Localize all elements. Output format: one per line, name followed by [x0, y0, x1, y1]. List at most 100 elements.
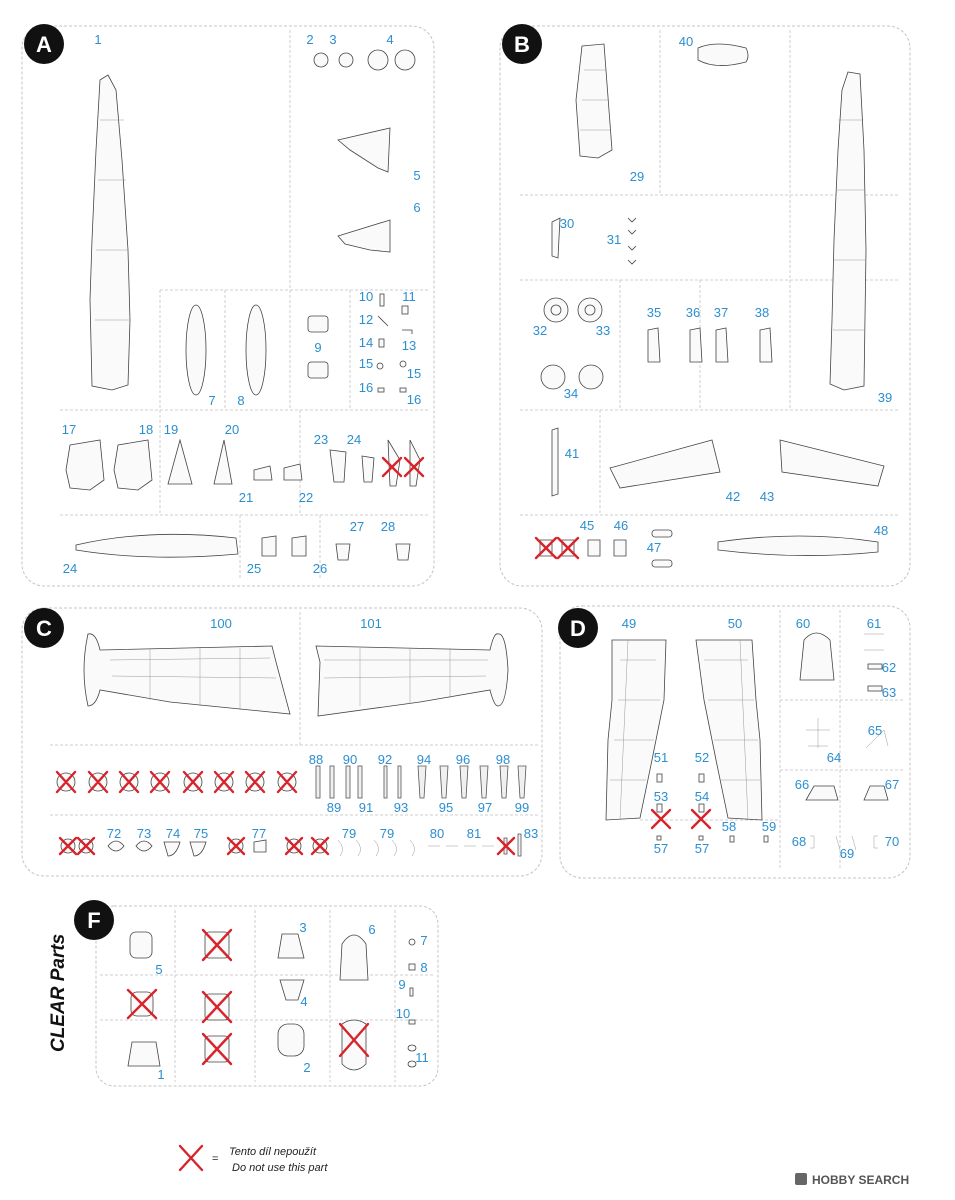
part-d52 [698, 773, 705, 783]
label: 19 [164, 422, 178, 437]
unused-icon [178, 1144, 204, 1172]
label: 29 [630, 169, 644, 184]
part-a6 [337, 219, 391, 253]
part-a7 [185, 304, 207, 396]
part-d53 [656, 803, 663, 813]
part-d66 [805, 785, 839, 801]
part-a25 [261, 535, 277, 557]
label: 67 [885, 777, 899, 792]
part-c96 [459, 765, 469, 799]
label: 95 [439, 800, 453, 815]
watermark: HOBBY SEARCH [795, 1173, 909, 1187]
label: 49 [622, 616, 636, 631]
label: 66 [795, 777, 809, 792]
part-f11b [407, 1060, 417, 1068]
sprue-f-letter: F [87, 908, 100, 933]
label: 65 [868, 723, 882, 738]
sprue-b: B [499, 24, 911, 587]
part-a21 [253, 465, 273, 481]
label: 16 [359, 380, 373, 395]
part-a15b [399, 360, 407, 368]
part-c88 [315, 765, 321, 799]
label: 5 [413, 168, 420, 183]
label: 3 [299, 920, 306, 935]
part-a16b [399, 387, 407, 393]
label: 45 [580, 518, 594, 533]
part-a9a [307, 315, 329, 333]
part-f2 [277, 1023, 305, 1057]
sprue-f: F CLEAR Parts 3 6 7 8 5 9 4 10 11 [48, 900, 439, 1087]
part-a13 [402, 329, 413, 334]
sprue-d-letter: D [570, 616, 586, 641]
part-a2 [313, 52, 329, 68]
label: 72 [107, 826, 121, 841]
part-c101 [315, 633, 509, 717]
part-d49 [605, 639, 667, 821]
part-c92 [383, 765, 388, 799]
label: 12 [359, 312, 373, 327]
label: 74 [166, 826, 180, 841]
label: 42 [726, 489, 740, 504]
label: 90 [343, 752, 357, 767]
label: 83 [524, 826, 538, 841]
label: 36 [686, 305, 700, 320]
part-a15a [376, 362, 384, 370]
label: 98 [496, 752, 510, 767]
label: 51 [654, 750, 668, 765]
label: 6 [413, 200, 420, 215]
unused-mark [58, 836, 96, 856]
part-a5 [337, 127, 391, 173]
part-c100 [83, 633, 291, 715]
watermark-logo-icon [795, 1173, 807, 1185]
label: 21 [239, 490, 253, 505]
part-c74 [163, 841, 181, 857]
label: 27 [350, 519, 364, 534]
part-d65 [865, 729, 889, 749]
part-c94 [417, 765, 427, 799]
label: 89 [327, 800, 341, 815]
label: 52 [695, 750, 709, 765]
label: 88 [309, 752, 323, 767]
part-d70 [873, 835, 878, 849]
label: 15 [407, 366, 421, 381]
label: 80 [430, 826, 444, 841]
label: 58 [722, 819, 736, 834]
part-c90 [345, 765, 351, 799]
sprue-d: D 49 50 60 61 62 [558, 605, 911, 879]
part-b34a [540, 364, 566, 390]
label: 25 [247, 561, 261, 576]
part-b31d [627, 259, 637, 265]
label: 46 [614, 518, 628, 533]
sprue-b-badge [502, 24, 542, 64]
part-f5 [129, 931, 153, 959]
part-c73 [135, 840, 153, 852]
label: 64 [827, 750, 841, 765]
part-b31a [627, 217, 637, 223]
unused-mark [55, 770, 298, 794]
part-b43 [779, 439, 885, 487]
part-b45c [587, 539, 601, 557]
part-a3 [338, 52, 354, 68]
label: 60 [796, 616, 810, 631]
label: 100 [210, 616, 232, 631]
label: 38 [755, 305, 769, 320]
part-b31b [627, 229, 637, 235]
watermark-text: HOBBY SEARCH [812, 1173, 909, 1187]
part-a24a [361, 455, 375, 483]
label: 11 [415, 1050, 429, 1065]
label: 7 [208, 393, 215, 408]
part-c95 [439, 765, 449, 799]
part-b48 [717, 535, 879, 556]
part-d58 [729, 835, 735, 843]
part-b35 [647, 327, 661, 363]
sprue-c-badge [24, 608, 64, 648]
part-b41 [551, 427, 559, 497]
label: 43 [760, 489, 774, 504]
part-b46 [613, 539, 627, 557]
label: 3 [329, 32, 336, 47]
label: 59 [762, 819, 776, 834]
label: 93 [394, 800, 408, 815]
part-a20 [213, 439, 233, 485]
part-c99 [517, 765, 527, 799]
part-c79 [337, 839, 415, 857]
